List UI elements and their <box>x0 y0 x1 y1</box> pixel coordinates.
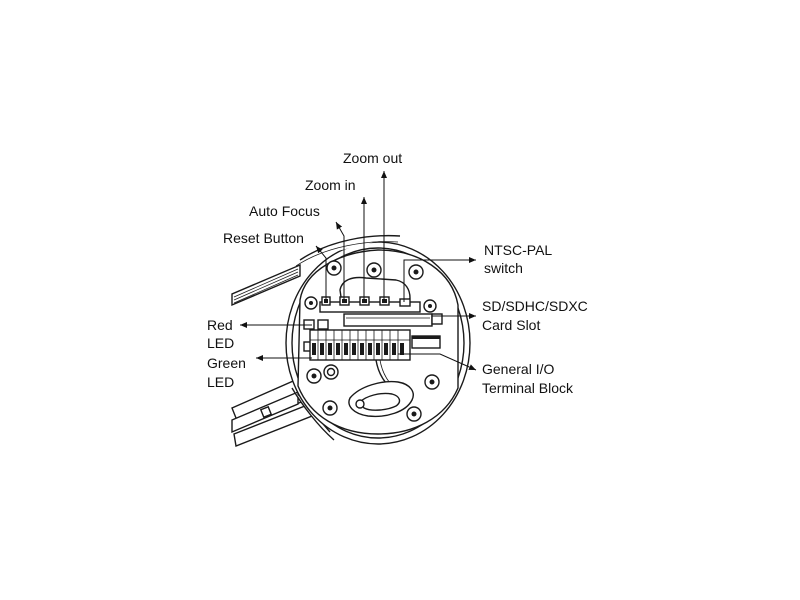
terminal-block <box>309 329 441 361</box>
screws-top <box>304 260 437 313</box>
callout-lines <box>240 171 477 371</box>
label-general-io-line1: General I/O <box>482 361 554 377</box>
leader-reset-button <box>315 245 327 300</box>
label-red-led-line2: LED <box>207 335 234 351</box>
label-ntsc-pal-line1: NTSC-PAL <box>484 242 552 258</box>
camera-illustration <box>231 234 471 447</box>
screws-bottom <box>306 364 440 422</box>
label-red-led-line1: Red <box>207 317 233 333</box>
label-reset-button: Reset Button <box>223 230 304 246</box>
button-row <box>319 296 421 313</box>
label-sd-card-line2: Card Slot <box>482 317 540 333</box>
labels: Zoom out Zoom in Auto Focus Reset Button… <box>207 150 588 396</box>
label-ntsc-pal-line2: switch <box>484 260 523 276</box>
sd-card-slot <box>343 313 443 327</box>
label-sd-card-line1: SD/SDHC/SDXC <box>482 298 588 314</box>
label-auto-focus: Auto Focus <box>249 203 320 219</box>
label-green-led-line1: Green <box>207 355 246 371</box>
label-zoom-out: Zoom out <box>343 150 402 166</box>
leader-general-io <box>398 353 477 371</box>
lens-cover <box>339 276 411 307</box>
leader-auto-focus <box>335 221 345 300</box>
label-green-led-line2: LED <box>207 374 234 390</box>
label-general-io-line2: Terminal Block <box>482 380 574 396</box>
leader-ntsc-pal <box>403 257 476 302</box>
lower-mount-plate <box>348 380 414 418</box>
label-zoom-in: Zoom in <box>305 177 356 193</box>
